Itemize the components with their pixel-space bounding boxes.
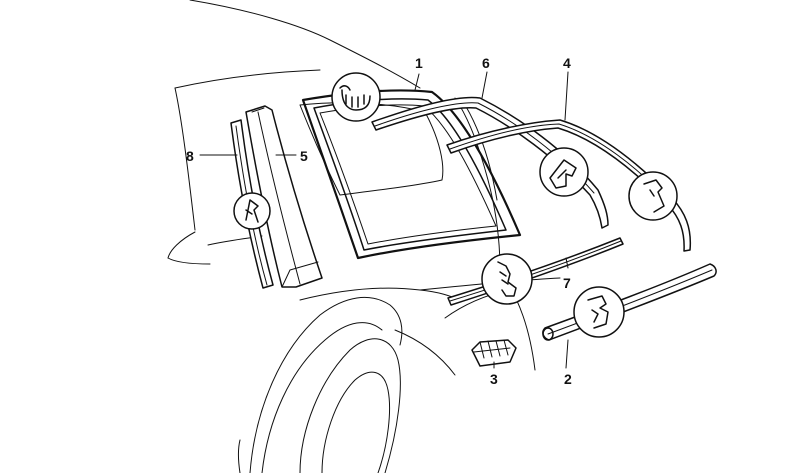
detail-belt-molding-profile bbox=[481, 253, 533, 305]
trim-profile-icon bbox=[587, 295, 609, 329]
detail-outer-molding-profile bbox=[628, 171, 678, 221]
callout-label-8: 8 bbox=[186, 148, 194, 164]
leader-7 bbox=[565, 257, 569, 269]
leader-4 bbox=[564, 71, 569, 121]
detail-pillar-profile bbox=[233, 192, 271, 230]
callout-label-2: 2 bbox=[564, 371, 572, 387]
pillar-profile-icon bbox=[245, 199, 259, 223]
molding-profile-icon bbox=[643, 179, 665, 213]
callout-label-1: 1 bbox=[415, 55, 423, 71]
belt-profile-icon bbox=[497, 261, 517, 297]
callout-label-6: 6 bbox=[482, 55, 490, 71]
leader-6 bbox=[481, 71, 488, 99]
callout-label-4: 4 bbox=[563, 55, 571, 71]
callout-label-3: 3 bbox=[490, 371, 498, 387]
leader-1 bbox=[414, 73, 420, 91]
part-5-pillar-cover bbox=[245, 105, 323, 288]
callout-labels: 1 2 3 4 5 6 7 8 bbox=[186, 55, 572, 387]
part-1-window-seal bbox=[301, 89, 522, 260]
leader-lines bbox=[199, 71, 569, 369]
callout-label-5: 5 bbox=[300, 148, 308, 164]
callout-label-7: 7 bbox=[563, 275, 571, 291]
leader-2 bbox=[565, 339, 569, 369]
part-4-outer-molding bbox=[446, 119, 692, 252]
detail-lower-trim-profile bbox=[573, 286, 625, 338]
part-3-clip bbox=[471, 339, 517, 367]
seal-profile-icon bbox=[339, 85, 371, 111]
molding-profile-icon bbox=[549, 159, 577, 189]
detail-inner-molding-profile bbox=[539, 147, 589, 197]
car-body-outline bbox=[167, 0, 561, 473]
detail-window-seal-profile bbox=[331, 72, 381, 122]
